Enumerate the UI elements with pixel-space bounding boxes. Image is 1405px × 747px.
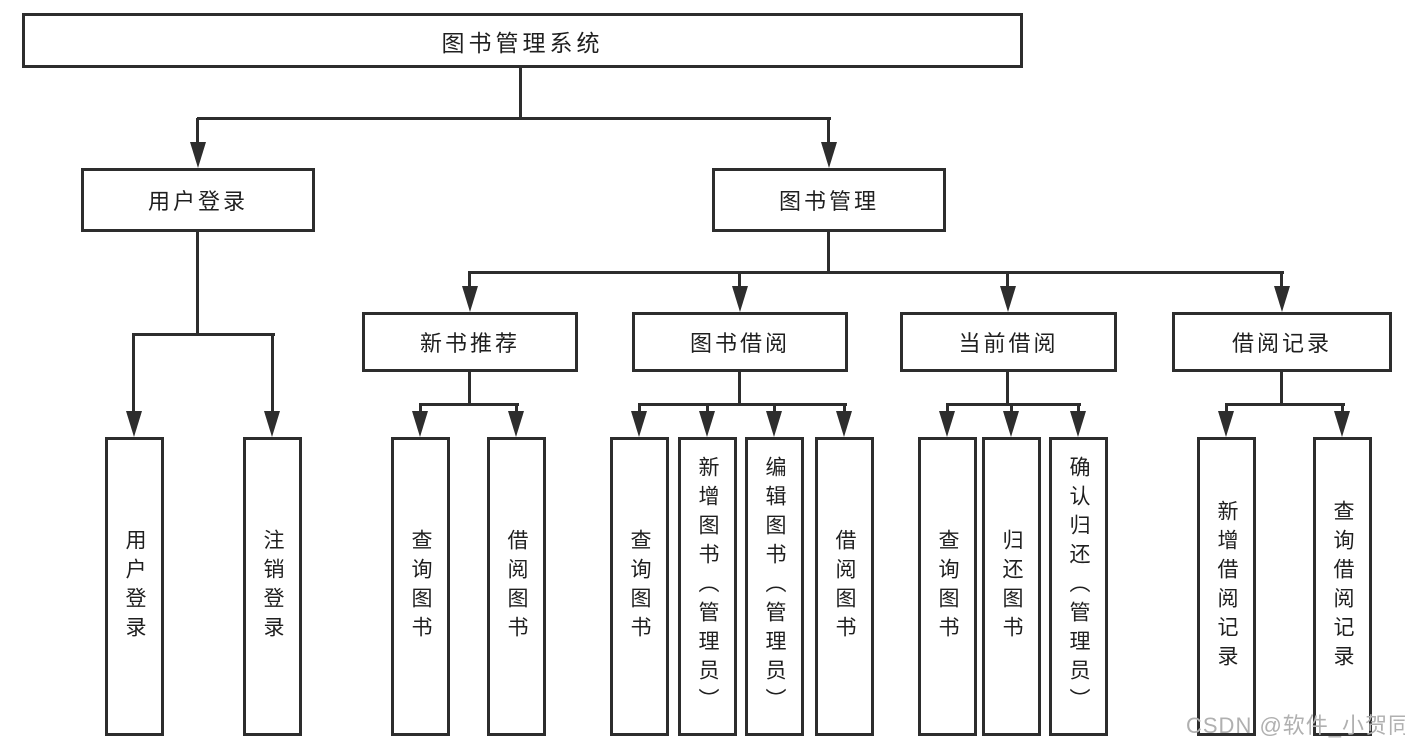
arrowhead-icon bbox=[126, 411, 142, 437]
connector-shaft bbox=[1280, 274, 1283, 290]
arrowhead-icon bbox=[631, 411, 647, 437]
leaf-edit-book-admin-label: 编辑图书（管理员） bbox=[763, 456, 786, 717]
arrowhead-icon bbox=[1274, 286, 1290, 312]
node-current-borrow: 当前借阅 bbox=[900, 312, 1117, 372]
node-book-management: 图书管理 bbox=[712, 168, 946, 232]
connector-root-branch bbox=[197, 117, 831, 120]
connector-shaft bbox=[419, 406, 422, 414]
leaf-logout-label: 注销登录 bbox=[261, 528, 284, 645]
leaf-add-book-admin: 新增图书（管理员） bbox=[678, 437, 737, 736]
connector-branch bbox=[638, 403, 847, 406]
connector-shaft bbox=[843, 406, 846, 414]
connector-shaft bbox=[1010, 406, 1013, 414]
node-book-management-label: 图书管理 bbox=[778, 189, 879, 214]
node-user-login: 用户登录 bbox=[81, 168, 315, 232]
node-new-book-recommend-label: 新书推荐 bbox=[419, 331, 520, 356]
connector-shaft bbox=[1006, 274, 1009, 290]
leaf-query-books-recommend-label: 查询图书 bbox=[409, 528, 432, 645]
leaf-borrow-books: 借阅图书 bbox=[815, 437, 874, 736]
arrowhead-icon bbox=[836, 411, 852, 437]
connector-shaft bbox=[738, 274, 741, 290]
arrowhead-icon bbox=[1070, 411, 1086, 437]
leaf-query-borrow-record: 查询借阅记录 bbox=[1313, 437, 1372, 736]
connector-book-mgmt-shaft bbox=[827, 118, 830, 148]
leaf-query-books-current-label: 查询图书 bbox=[936, 528, 959, 645]
connector-stem bbox=[1006, 372, 1009, 405]
node-borrow-record-label: 借阅记录 bbox=[1231, 331, 1332, 356]
arrowhead-icon bbox=[732, 286, 748, 312]
leaf-query-books-borrow: 查询图书 bbox=[610, 437, 669, 736]
leaf-confirm-return-admin-label: 确认归还（管理员） bbox=[1067, 456, 1090, 717]
connector-shaft bbox=[132, 335, 135, 415]
connector-branch bbox=[419, 403, 519, 406]
connector-user-login-stem bbox=[196, 232, 199, 334]
leaf-return-book: 归还图书 bbox=[982, 437, 1041, 736]
leaf-user-login-label: 用户登录 bbox=[123, 528, 146, 645]
connector-shaft bbox=[1225, 406, 1228, 414]
connector-book-mgmt-stem bbox=[827, 232, 830, 272]
arrowhead-icon bbox=[766, 411, 782, 437]
node-book-borrow-label: 图书借阅 bbox=[689, 331, 790, 356]
leaf-add-borrow-record: 新增借阅记录 bbox=[1197, 437, 1256, 736]
arrowhead-icon bbox=[821, 142, 837, 168]
connector-root-stem bbox=[519, 66, 522, 118]
connector-user-login-branch bbox=[132, 333, 275, 336]
connector-shaft bbox=[271, 335, 274, 415]
arrowhead-icon bbox=[462, 286, 478, 312]
connector-shaft bbox=[638, 406, 641, 414]
node-root-label: 图书管理系统 bbox=[441, 29, 604, 56]
arrowhead-icon bbox=[412, 411, 428, 437]
arrowhead-icon bbox=[1218, 411, 1234, 437]
connector-book-mgmt-branch bbox=[468, 271, 1284, 274]
leaf-borrow-books-recommend: 借阅图书 bbox=[487, 437, 546, 736]
leaf-borrow-books-recommend-label: 借阅图书 bbox=[505, 528, 528, 645]
leaf-borrow-books-label: 借阅图书 bbox=[833, 528, 856, 645]
connector-shaft bbox=[706, 406, 709, 414]
node-root: 图书管理系统 bbox=[22, 13, 1023, 68]
leaf-query-books-recommend: 查询图书 bbox=[391, 437, 450, 736]
node-current-borrow-label: 当前借阅 bbox=[958, 331, 1059, 356]
connector-branch bbox=[946, 403, 1081, 406]
leaf-logout: 注销登录 bbox=[243, 437, 302, 736]
leaf-query-books-current: 查询图书 bbox=[918, 437, 977, 736]
node-book-borrow: 图书借阅 bbox=[632, 312, 848, 372]
leaf-confirm-return-admin: 确认归还（管理员） bbox=[1049, 437, 1108, 736]
arrowhead-icon bbox=[1334, 411, 1350, 437]
watermark: CSDN @软件_小贺同学 bbox=[1186, 713, 1405, 738]
node-user-login-label: 用户登录 bbox=[147, 189, 248, 214]
arrowhead-icon bbox=[939, 411, 955, 437]
arrowhead-icon bbox=[264, 411, 280, 437]
leaf-user-login: 用户登录 bbox=[105, 437, 164, 736]
connector-shaft bbox=[946, 406, 949, 414]
leaf-add-borrow-record-label: 新增借阅记录 bbox=[1215, 499, 1238, 674]
connector-shaft bbox=[1341, 406, 1344, 414]
arrowhead-icon bbox=[190, 142, 206, 168]
arrowhead-icon bbox=[1003, 411, 1019, 437]
connector-branch bbox=[1225, 403, 1345, 406]
leaf-add-book-admin-label: 新增图书（管理员） bbox=[696, 456, 719, 717]
connector-shaft bbox=[515, 406, 518, 414]
leaf-edit-book-admin: 编辑图书（管理员） bbox=[745, 437, 804, 736]
connector-stem bbox=[738, 372, 741, 405]
connector-shaft bbox=[468, 274, 471, 290]
connector-shaft bbox=[773, 406, 776, 414]
leaf-return-book-label: 归还图书 bbox=[1000, 528, 1023, 645]
leaf-query-borrow-record-label: 查询借阅记录 bbox=[1331, 499, 1354, 674]
arrowhead-icon bbox=[508, 411, 524, 437]
connector-stem bbox=[468, 372, 471, 405]
connector-user-login-shaft bbox=[196, 118, 199, 148]
connector-stem bbox=[1280, 372, 1283, 405]
connector-shaft bbox=[1077, 406, 1080, 414]
node-borrow-record: 借阅记录 bbox=[1172, 312, 1392, 372]
leaf-query-books-borrow-label: 查询图书 bbox=[628, 528, 651, 645]
node-new-book-recommend: 新书推荐 bbox=[362, 312, 578, 372]
arrowhead-icon bbox=[1000, 286, 1016, 312]
arrowhead-icon bbox=[699, 411, 715, 437]
